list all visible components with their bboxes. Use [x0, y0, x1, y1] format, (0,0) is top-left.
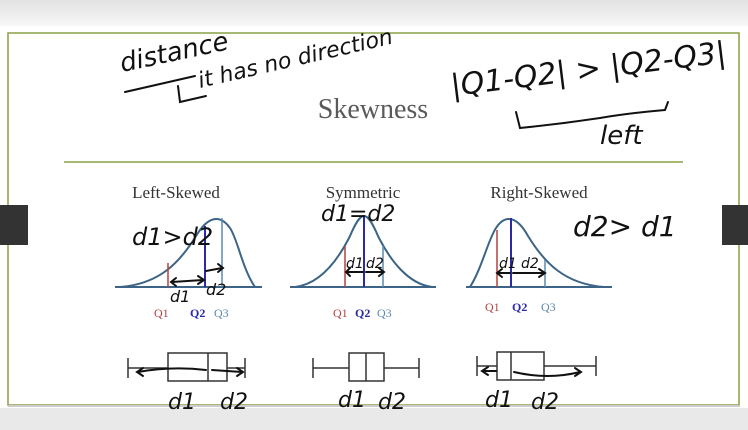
- panel-left-skewed: Left-Skewed Q1 Q2 Q3: [115, 183, 262, 382]
- q3-label: Q3: [541, 300, 556, 314]
- panel-heading: Left-Skewed: [132, 183, 220, 202]
- q1-label: Q1: [154, 306, 169, 320]
- q2-label: Q2: [355, 306, 370, 320]
- distribution-curve: [119, 218, 256, 288]
- panel-heading: Symmetric: [326, 183, 401, 202]
- panel-heading: Right-Skewed: [490, 183, 588, 202]
- left-side-tab: [0, 205, 28, 245]
- figure-area: [108, 173, 616, 397]
- q2-label: Q2: [512, 300, 527, 314]
- q2-label: Q2: [190, 306, 205, 320]
- right-side-tab: [722, 205, 748, 245]
- q3-label: Q3: [377, 306, 392, 320]
- panel-right-skewed: Right-Skewed Q1 Q2 Q3: [466, 183, 612, 381]
- q3-label: Q3: [214, 306, 229, 320]
- panel-symmetric: Symmetric Q1 Q2 Q3: [290, 183, 436, 382]
- distribution-curve: [469, 218, 605, 288]
- q1-label: Q1: [333, 306, 348, 320]
- box: [167, 352, 228, 382]
- q1-label: Q1: [485, 300, 500, 314]
- slide-title: Skewness: [318, 94, 428, 125]
